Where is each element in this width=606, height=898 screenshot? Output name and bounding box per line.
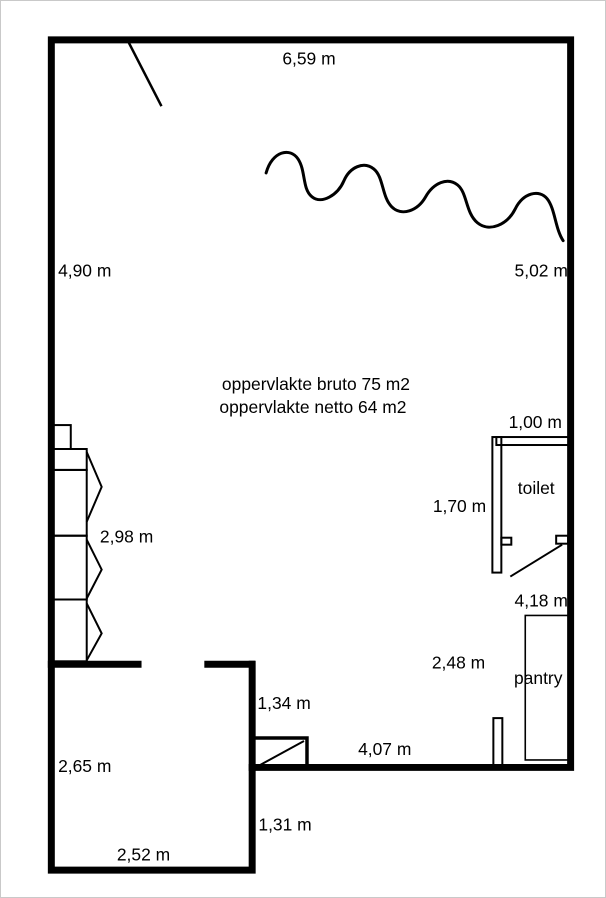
dim-counter-width: 1,34 m [257, 693, 310, 713]
annotation-area-bruto: oppervlakte bruto 75 m2 [222, 374, 410, 394]
toilet-door-leaf [509, 543, 563, 578]
entry-door-swing [125, 37, 163, 107]
cabinet-run [49, 424, 103, 663]
pantry-outline [524, 614, 571, 761]
toilet-enclosure [491, 436, 572, 578]
dim-cabinet-run: 2,98 m [100, 527, 153, 547]
dim-left-height: 4,90 m [58, 261, 111, 281]
dim-annex-overlap: 1,31 m [258, 815, 311, 835]
pantry-area [492, 614, 571, 770]
toilet-wall-left [491, 436, 503, 574]
pantry-wall-stub [492, 717, 504, 770]
cabinet-door-leaf-2 [85, 539, 103, 599]
cabinet-door-leaf-3 [85, 603, 103, 661]
dim-top-width: 6,59 m [282, 48, 335, 68]
sketch-squiggle-line [264, 150, 565, 243]
counter-door-leaf [259, 740, 305, 766]
dim-annex-width: 2,52 m [117, 845, 170, 865]
toilet-door-stop [555, 534, 570, 545]
walls [47, 36, 575, 874]
dim-right-inner-height: 4,18 m [515, 590, 568, 610]
toilet-door-jamb [500, 536, 513, 546]
cabinet-box-5 [49, 598, 88, 663]
dim-bottom-inner-width: 4,07 m [358, 739, 411, 759]
toilet-wall-top [495, 436, 572, 447]
cabinet-box-3 [49, 468, 88, 537]
cabinet-box-2 [49, 448, 88, 471]
cabinet-box-4 [49, 534, 88, 601]
room-label-pantry: pantry [514, 668, 563, 688]
annotation-area-netto: oppervlakte netto 64 m2 [219, 397, 406, 417]
dim-annex-height: 2,65 m [58, 756, 111, 776]
counter-outline [252, 736, 309, 767]
dim-toilet-depth: 1,70 m [433, 496, 486, 516]
cabinet-door-leaf-1 [85, 451, 103, 523]
room-label-toilet: toilet [518, 478, 555, 498]
dim-toilet-width: 1,00 m [509, 412, 562, 432]
dimension-labels: 6,59 m 4,90 m 5,02 m oppervlakte bruto 7… [58, 48, 568, 864]
dim-right-height: 5,02 m [515, 261, 568, 281]
counter-unit [252, 736, 309, 767]
dim-below-toilet: 2,48 m [432, 652, 485, 672]
